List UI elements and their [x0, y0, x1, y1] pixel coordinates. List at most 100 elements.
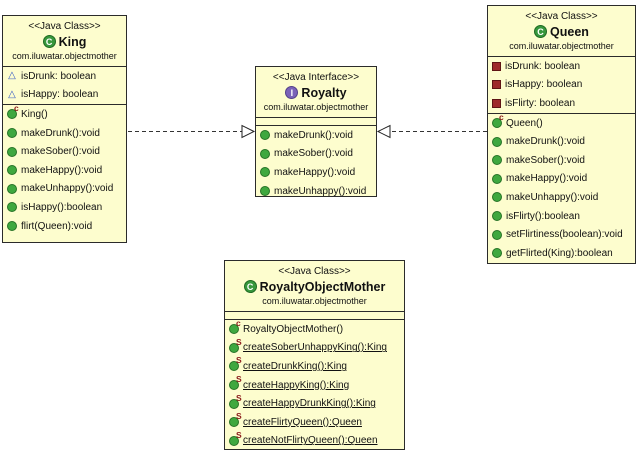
method-label: makeDrunk():void	[21, 127, 100, 139]
static-method-row[interactable]: S createHappyKing():King	[225, 375, 404, 395]
method-label: makeUnhappy():void	[21, 183, 114, 195]
method-row[interactable]: makeSober():void	[488, 151, 635, 170]
field-label: isHappy: boolean	[21, 89, 99, 101]
method-label: makeDrunk():void	[506, 136, 585, 148]
class-header: <<Java Class>> C King com.iluwatar.objec…	[3, 16, 126, 66]
public-method-icon	[7, 146, 17, 157]
method-label: King()	[21, 108, 48, 120]
static-modifier: S	[236, 429, 242, 440]
public-method-icon	[260, 167, 270, 178]
class-name: King	[58, 34, 87, 49]
public-method-icon	[492, 136, 502, 147]
constructor-row[interactable]: c Queen()	[488, 113, 635, 133]
method-label: Queen()	[506, 117, 543, 129]
fields-compartment	[256, 117, 376, 125]
package-visibility-icon: △	[8, 70, 16, 82]
method-label: createHappyDrunkKing():King	[243, 398, 376, 410]
class-header: <<Java Class>> C RoyaltyObjectMother com…	[225, 261, 404, 311]
method-row[interactable]: setFlirtiness(boolean):void	[488, 225, 635, 244]
public-method-icon: S	[229, 431, 242, 446]
field-label: isFlirty: boolean	[505, 97, 576, 109]
static-method-row[interactable]: S createDrunkKing():King	[225, 356, 404, 376]
method-label: createHappyKing():King	[243, 379, 350, 391]
realization-king-royalty[interactable]	[128, 124, 256, 139]
method-row[interactable]: makeDrunk():void	[488, 132, 635, 151]
method-row[interactable]: makeSober():void	[256, 145, 376, 164]
method-label: makeHappy():void	[274, 166, 356, 178]
method-label: RoyaltyObjectMother()	[243, 323, 344, 335]
class-box-king[interactable]: <<Java Class>> C King com.iluwatar.objec…	[2, 15, 127, 243]
methods-compartment: c RoyaltyObjectMother() S createSoberUnh…	[225, 319, 404, 449]
public-method-icon: S	[229, 356, 242, 372]
method-label: makeHappy():void	[506, 173, 588, 185]
method-row[interactable]: makeUnhappy():void	[3, 180, 126, 199]
static-modifier: S	[236, 336, 242, 347]
method-label: makeDrunk():void	[274, 129, 353, 141]
method-row[interactable]: makeHappy():void	[3, 161, 126, 180]
private-visibility-icon	[492, 80, 501, 90]
method-label: makeSober():void	[21, 146, 100, 158]
static-method-row[interactable]: S createHappyDrunkKing():King	[225, 392, 404, 413]
class-name: Royalty	[301, 85, 347, 100]
private-visibility-icon	[492, 61, 501, 71]
constructor-modifier: c	[14, 103, 19, 114]
method-row[interactable]: makeSober():void	[3, 142, 126, 161]
realization-queen-royalty[interactable]	[376, 124, 487, 139]
public-method-icon	[7, 221, 17, 232]
field-row[interactable]: △ isHappy: boolean	[3, 86, 126, 105]
method-label: createSoberUnhappyKing():King	[243, 342, 387, 354]
method-row[interactable]: makeDrunk():void	[3, 124, 126, 143]
method-row[interactable]: makeDrunk():void	[256, 126, 376, 145]
method-label: makeSober():void	[274, 148, 353, 160]
constructor-row[interactable]: c King()	[3, 103, 126, 124]
public-method-icon: S	[229, 412, 242, 428]
field-label: isDrunk: boolean	[21, 70, 97, 82]
package-name: com.iluwatar.objectmother	[262, 296, 367, 306]
method-label: makeUnhappy():void	[274, 185, 367, 197]
method-row[interactable]: makeUnhappy():void	[256, 182, 376, 197]
static-method-row[interactable]: S createNotFlirtyQueen():Queen	[225, 431, 404, 449]
field-row[interactable]: isFlirty: boolean	[488, 94, 635, 113]
method-row[interactable]: makeHappy():void	[256, 163, 376, 182]
method-row[interactable]: makeHappy():void	[488, 170, 635, 189]
public-method-icon: S	[229, 338, 242, 353]
method-row[interactable]: makeUnhappy():void	[488, 188, 635, 207]
method-row[interactable]: isHappy():boolean	[3, 198, 126, 217]
field-label: isHappy: boolean	[505, 79, 583, 91]
private-visibility-icon	[492, 98, 501, 108]
static-modifier: S	[236, 392, 242, 403]
field-label: isDrunk: boolean	[505, 60, 581, 72]
public-method-icon	[492, 155, 502, 166]
method-label: setFlirtiness(boolean):void	[506, 229, 623, 241]
method-label: flirt(Queen):void	[21, 220, 93, 232]
public-method-icon	[7, 183, 17, 194]
methods-compartment: makeDrunk():void makeSober():void makeHa…	[256, 125, 376, 197]
public-method-icon	[492, 173, 502, 184]
fields-compartment: △ isDrunk: boolean △ isHappy: boolean	[3, 66, 126, 104]
public-method-icon	[260, 148, 270, 159]
class-name: Queen	[550, 24, 589, 39]
method-label: createNotFlirtyQueen():Queen	[243, 435, 378, 447]
method-row[interactable]: flirt(Queen):void	[3, 217, 126, 236]
public-method-icon: S	[229, 375, 242, 391]
static-method-row[interactable]: S createSoberUnhappyKing():King	[225, 338, 404, 358]
method-row[interactable]: getFlirted(King):boolean	[488, 244, 635, 263]
method-label: createFlirtyQueen():Queen	[243, 416, 362, 428]
static-method-row[interactable]: S createFlirtyQueen():Queen	[225, 412, 404, 432]
package-name: com.iluwatar.objectmother	[509, 41, 614, 51]
class-box-queen[interactable]: <<Java Class>> C Queen com.iluwatar.obje…	[487, 5, 636, 264]
class-box-royalty-object-mother[interactable]: <<Java Class>> C RoyaltyObjectMother com…	[224, 260, 405, 450]
constructor-row[interactable]: c RoyaltyObjectMother()	[225, 319, 404, 339]
public-method-icon	[7, 128, 17, 139]
public-method-icon	[492, 229, 502, 240]
method-row[interactable]: isFlirty():boolean	[488, 207, 635, 226]
method-label: isHappy():boolean	[21, 201, 103, 213]
public-method-icon	[492, 211, 502, 222]
class-name: RoyaltyObjectMother	[259, 279, 386, 294]
field-row[interactable]: isDrunk: boolean	[488, 57, 635, 76]
public-method-icon: c	[229, 319, 241, 335]
field-row[interactable]: △ isDrunk: boolean	[3, 67, 126, 86]
field-row[interactable]: isHappy: boolean	[488, 76, 635, 95]
class-box-royalty[interactable]: <<Java Interface>> I Royalty com.iluwata…	[255, 66, 377, 197]
